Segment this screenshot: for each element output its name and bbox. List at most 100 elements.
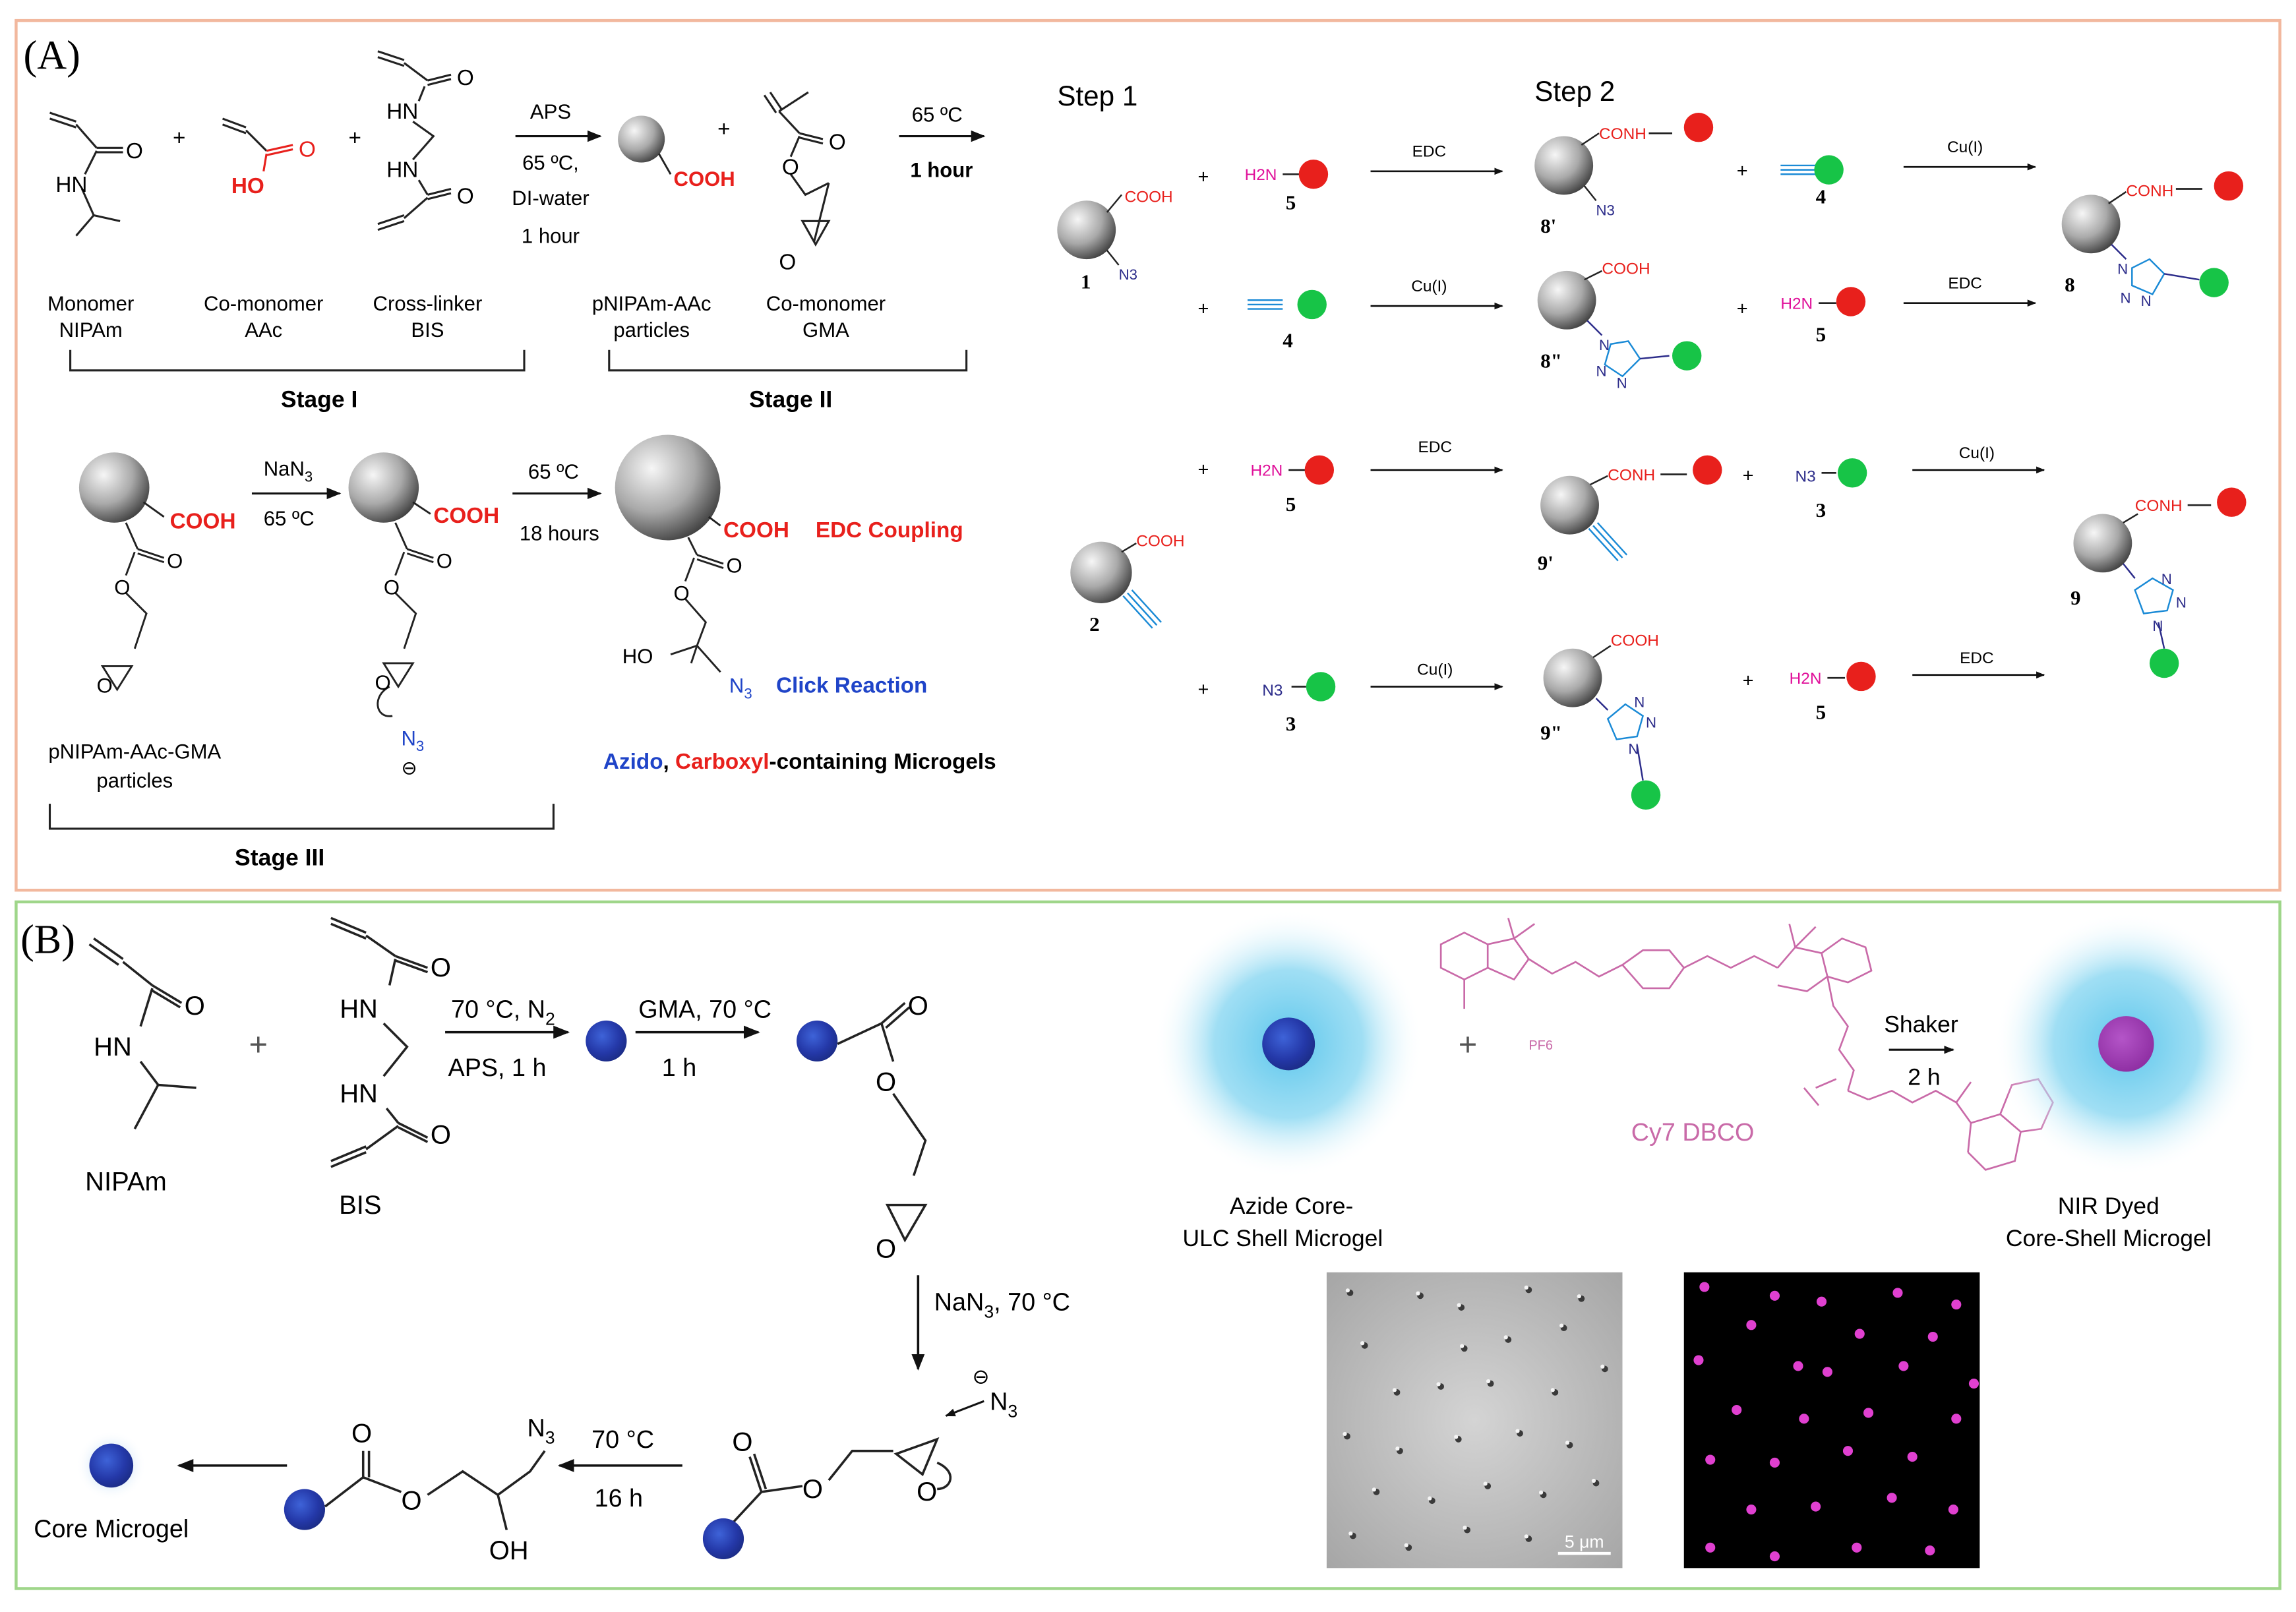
fluorescence-particle [1863,1408,1874,1418]
plus-s1: + [1198,167,1209,188]
s3-particle-label: pNIPAm-AAc-GMA [48,740,221,763]
b-o5: O [802,1475,823,1504]
nir-dyed-core [2098,1016,2154,1072]
fluorescence-particle [1705,1454,1716,1465]
c5-number-2: 5 [1816,322,1827,345]
s3-ester-2 [377,522,434,717]
crosslinker-name: BIS [411,318,444,342]
cu-label-3: Cu(I) [1959,444,1995,462]
c9-bond [2123,513,2138,523]
c1-cooh: COOH [1124,188,1172,206]
plus-b1: + [249,1027,268,1063]
b-o6: O [917,1478,937,1507]
brightfield-particle-highlight [1345,1288,1350,1293]
nipam-structure-b [88,938,196,1129]
c4-green-1 [1814,155,1844,185]
edc-label-3: EDC [1418,438,1452,456]
c8pp-cooh: COOH [1602,260,1650,278]
s3-o1: O [167,550,183,573]
b-nanoparticle-2 [797,1020,838,1062]
fluorescence-particle [1887,1493,1897,1503]
nipam-structure-a [49,111,123,237]
c9-green [2149,648,2179,678]
b-nanoparticle-3 [702,1518,744,1560]
fluorescence-particle [1927,1331,1938,1342]
stage3-title: Stage III [235,844,324,870]
c3-green-1 [1837,458,1867,488]
fluorescence-particle [1799,1414,1809,1424]
compound-2-sphere [1070,541,1132,603]
b-cond3: NaN3, 70 °C [934,1288,1070,1322]
c8-n1: N [2117,260,2128,277]
stage1-cond1: APS [530,100,571,123]
c3-number-2: 3 [1286,712,1296,735]
s3-o3: O [97,674,113,697]
s3-ester-3 [670,537,724,673]
c5-red-4 [1846,661,1876,692]
brightfield-particle-highlight [1428,1496,1432,1501]
gma-o1-a: O [829,131,846,155]
s3-particle-2 [348,452,419,523]
shaker-label: Shaker [1884,1011,1958,1038]
fluorescence-particle [1898,1361,1909,1371]
c5-red-3 [1304,455,1335,485]
particle-bond [658,153,672,175]
bis-o1-b: O [431,953,451,982]
brightfield-particle-highlight [1457,1303,1461,1307]
stage2-bracket [608,349,968,372]
brightfield-particle-highlight [1486,1379,1491,1384]
s3-bond-cooh-2 [412,501,431,515]
stage1-cond4: 1 hour [522,225,580,248]
c4-green-2 [1297,289,1327,320]
bis-hn1-b: HN [340,994,378,1023]
compound-9pp-sphere [1543,648,1602,707]
c5-red-1 [1298,160,1329,189]
c4-alkyne-1 [1780,164,1816,175]
b-o3: O [876,1235,896,1264]
c8-n2: N [2121,290,2131,307]
brightfield-particle-highlight [1559,1323,1564,1328]
stage1-cond2: 65 ºC, [522,152,579,175]
panel-b-border [15,900,2281,1590]
s3-o7: O [726,554,742,577]
c9-n1: N [2161,571,2172,587]
brightfield-particle-highlight [1565,1441,1570,1445]
edc-coupling-label: EDC Coupling [816,518,963,543]
nipam-label-b: NIPAm [85,1167,167,1196]
bis-hn2-b: HN [340,1079,378,1108]
fluorescence-particle [1769,1290,1780,1301]
fluorescence-particle [1699,1282,1710,1292]
comonomer-label: Co-monomer [204,292,323,315]
nir-label-2: Core-Shell Microgel [2006,1225,2212,1251]
shaker-time: 2 h [1908,1064,1940,1090]
plus-a2: + [349,126,361,150]
stage1-cond3: DI-water [512,187,589,210]
fluorescence-particle [1892,1288,1903,1298]
c8pp-bond [1584,270,1602,281]
compound-8p-sphere [1534,136,1594,195]
fluorescence-particle [1822,1367,1832,1377]
stage2-title: Stage II [749,386,832,412]
brightfield-particle-highlight [1538,1490,1544,1495]
pnipam-aac-particle [618,115,665,163]
b-ring-opened [324,1450,546,1531]
bis-hn1-a: HN [386,100,418,124]
edc-label-2: EDC [1948,274,1982,292]
c9pp-number: 9" [1540,721,1562,744]
c9pp-n1: N [1634,694,1645,711]
fluorescence-particle [1951,1414,1962,1424]
brightfield-particle-highlight [1404,1543,1408,1547]
s3-product-azide: N3 [729,674,752,702]
c9p-number: 9' [1538,551,1554,574]
b-azide: N3 [990,1388,1017,1421]
c5-h2n-4: H2N [1790,670,1822,688]
bis-o2-b: O [431,1120,451,1149]
plus-s8: + [1743,671,1754,692]
compound-9-sphere [2073,514,2132,573]
s3-cooh-1: COOH [170,510,236,534]
c9p-alkyne [1588,522,1628,562]
stage1-bracket [69,349,526,372]
particle-cooh: COOH [674,167,735,191]
panel-a-border [15,18,2281,892]
cy7-dbco-structure [1439,918,2054,1171]
